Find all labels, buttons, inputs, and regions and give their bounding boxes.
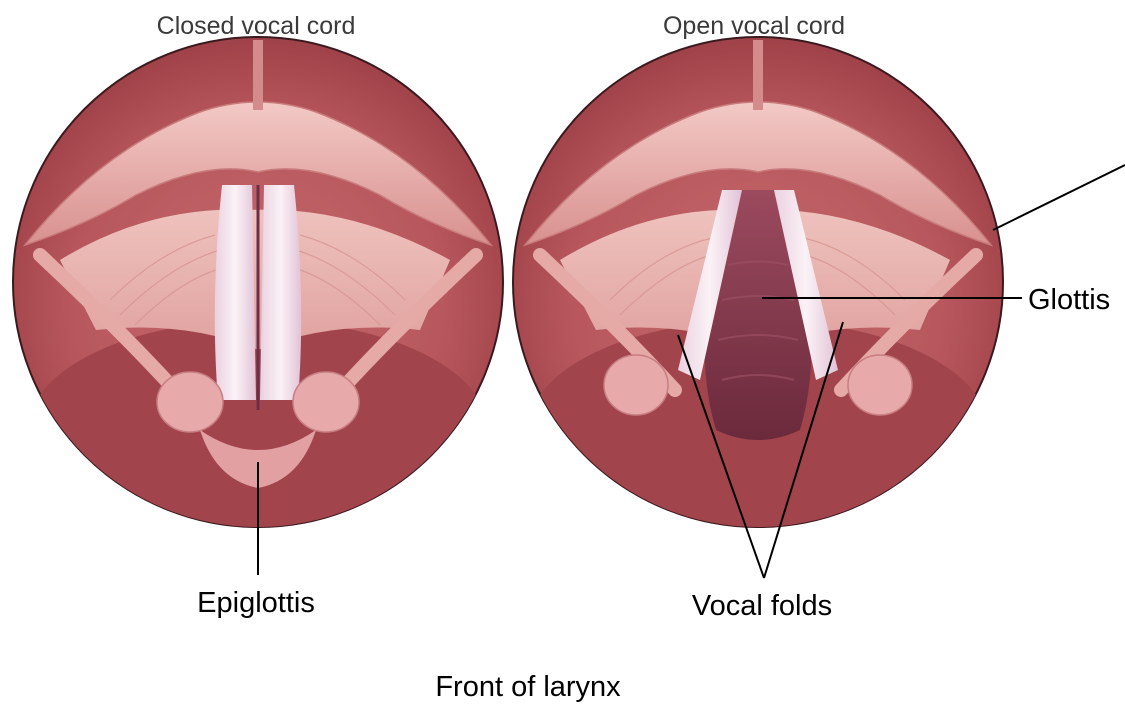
open-larynx-illustration (513, 37, 1003, 540)
outer-leader-line (993, 165, 1125, 230)
closed-vocal-cord-title: Closed vocal cord (157, 12, 356, 40)
epiglottis-label: Epiglottis (197, 587, 315, 619)
open-vocal-cord-title: Open vocal cord (663, 12, 845, 40)
vocal-folds-label: Vocal folds (692, 590, 832, 622)
caption: Front of larynx (435, 671, 621, 703)
glottis-label: Glottis (1028, 284, 1110, 316)
